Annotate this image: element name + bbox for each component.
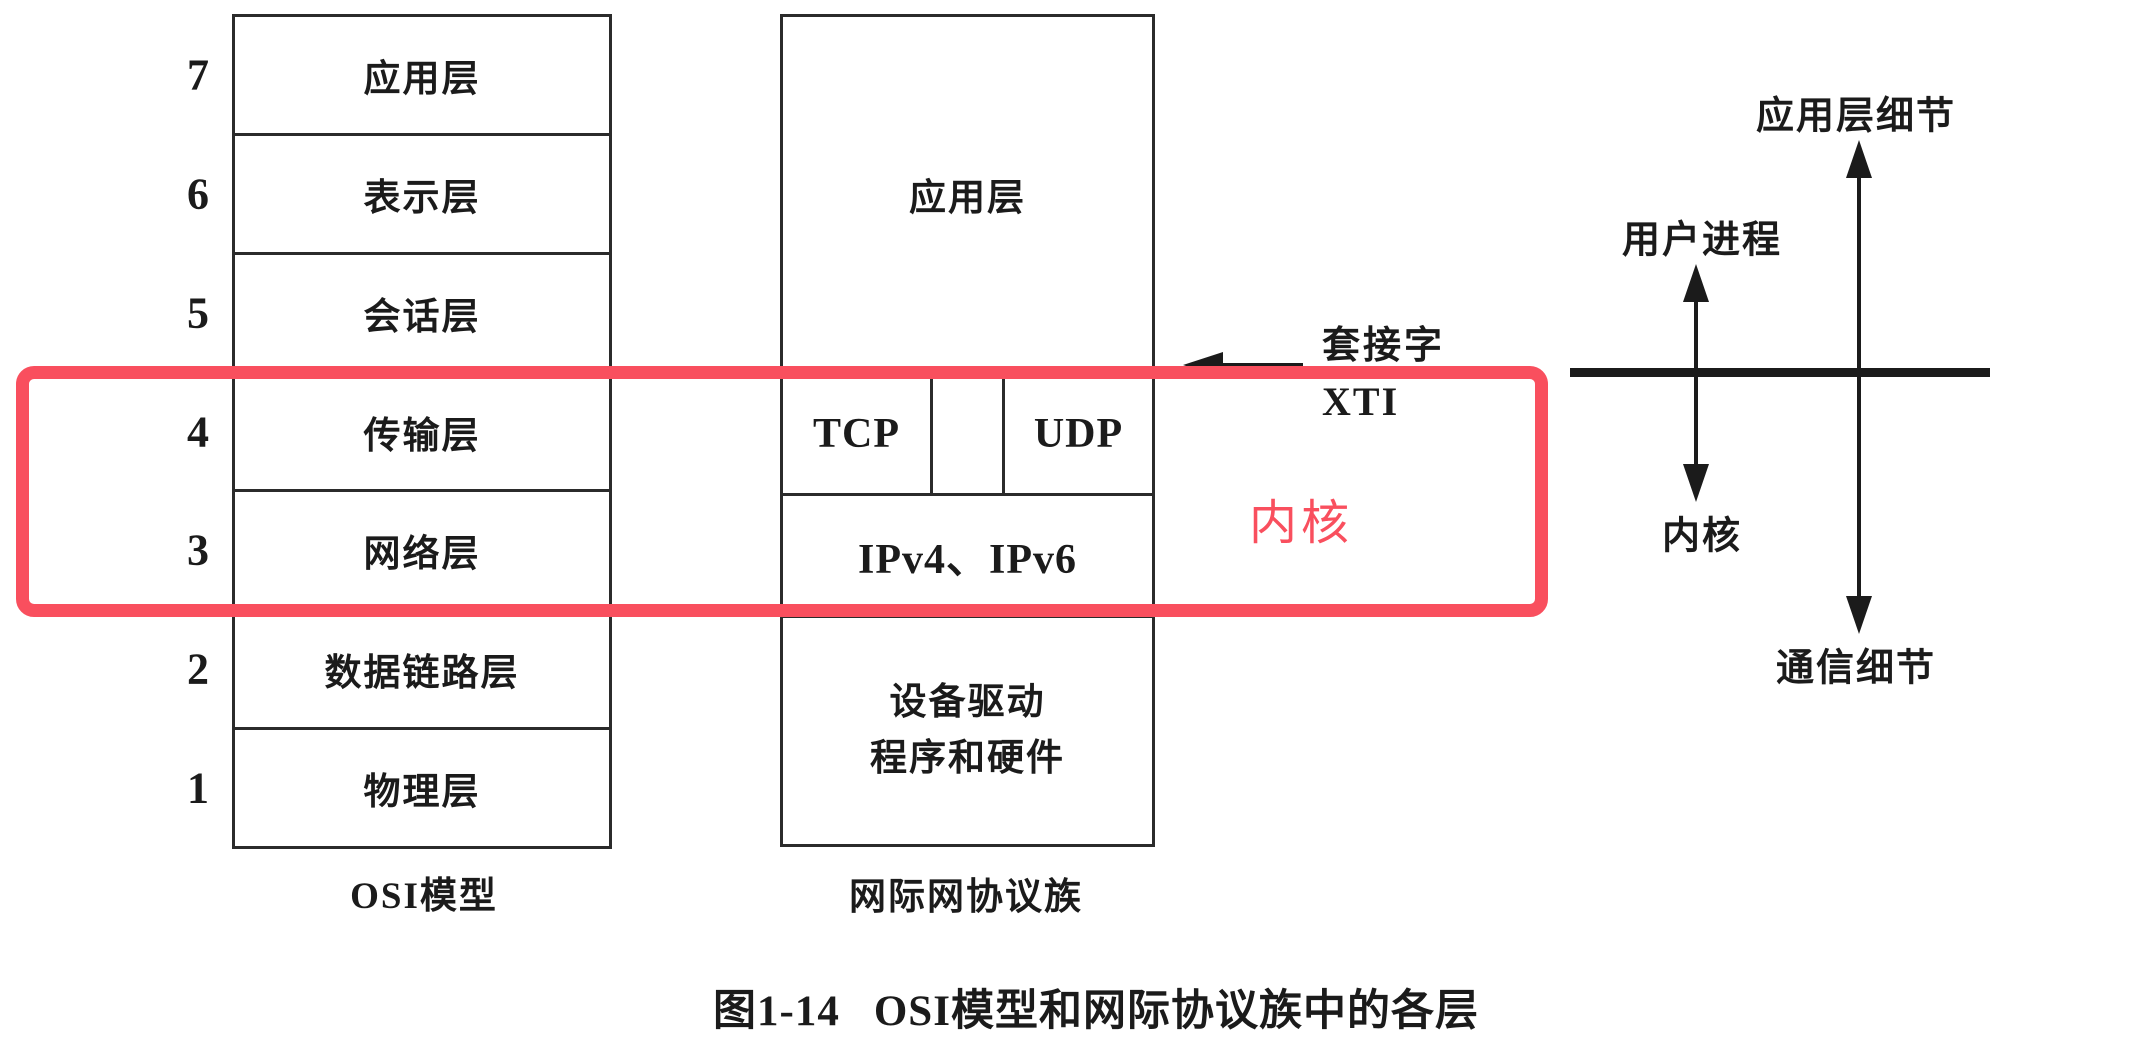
layer-number: 2: [187, 644, 209, 694]
layer-number: 1: [187, 763, 209, 813]
protocol-stack: 应用层 TCP UDP IPv4、IPv6 设备驱动 程序和硬件: [780, 14, 1155, 847]
caption-title: OSI模型和网际协议族中的各层: [873, 988, 1479, 1035]
osi-layer-stack: 7 应用层 6 表示层 5 会话层 4 传输层 3 网络层 2 数据链路层 1 …: [187, 14, 612, 849]
user-process-label: 用户进程: [1621, 219, 1783, 262]
user-process-arrow-up-head-icon: [1683, 264, 1709, 302]
kernel-highlight-label: 内核: [1248, 497, 1354, 550]
osi-row-datalink: 2 数据链路层: [187, 611, 609, 731]
osi-row-application: 7 应用层: [187, 17, 609, 136]
layer-name: 表示层: [363, 177, 481, 219]
layer-number: 3: [187, 525, 209, 575]
layer-number: 4: [187, 407, 209, 456]
socket-xti-note: 套接字 XTI: [1322, 318, 1445, 430]
socket-arrow-line: [1213, 363, 1303, 367]
detail-arrow-up-head-icon: [1846, 140, 1872, 178]
udp-cell: UDP: [1033, 410, 1124, 457]
driver-line1: 设备驱动: [889, 682, 1046, 723]
protocol-suite-label: 网际网协议族: [849, 877, 1083, 918]
osi-row-session: 5 会话层: [187, 255, 609, 374]
app-detail-label: 应用层细节: [1755, 95, 1957, 138]
kernel-label: 内核: [1661, 515, 1743, 558]
figure-caption: 图1-14 OSI模型和网际协议族中的各层: [713, 976, 1479, 1038]
tcp-cell: TCP: [783, 374, 933, 493]
user-process-arrow-shaft: [1694, 294, 1698, 474]
driver-line2: 程序和硬件: [870, 738, 1065, 779]
layer-name: 传输层: [363, 415, 481, 457]
layer-name: 网络层: [363, 534, 481, 576]
detail-arrow-shaft: [1857, 178, 1861, 598]
layer-name: 应用层: [363, 58, 481, 100]
user-kernel-boundary-line: [1570, 368, 1990, 377]
osi-row-presentation: 6 表示层: [187, 136, 609, 255]
layer-name: 会话层: [363, 296, 481, 338]
layer-name: 物理层: [363, 772, 481, 814]
detail-arrow-down-head-icon: [1846, 596, 1872, 634]
socket-note-line1: 套接字: [1322, 325, 1446, 367]
comm-detail-label: 通信细节: [1775, 647, 1937, 690]
osi-row-transport: 4 传输层: [187, 374, 609, 493]
driver-cell: 设备驱动 程序和硬件: [783, 618, 1152, 844]
kernel-highlight-box: [16, 366, 1548, 617]
layer-number: 6: [187, 169, 209, 219]
osi-row-physical: 1 物理层: [187, 730, 609, 846]
transport-row: TCP UDP: [783, 374, 1152, 496]
layer-number: 5: [187, 288, 209, 338]
caption-figure-number: 图1-14: [713, 988, 840, 1035]
socket-note-line2: XTI: [1322, 379, 1400, 424]
user-process-arrow-down-head-icon: [1683, 464, 1709, 502]
osi-model-label: OSI模型: [350, 876, 498, 917]
app-layer-cell: 应用层: [783, 17, 1152, 374]
raw-gap-cell: [933, 374, 1005, 493]
layer-number: 7: [187, 50, 209, 100]
layer-name: 数据链路层: [324, 653, 520, 695]
